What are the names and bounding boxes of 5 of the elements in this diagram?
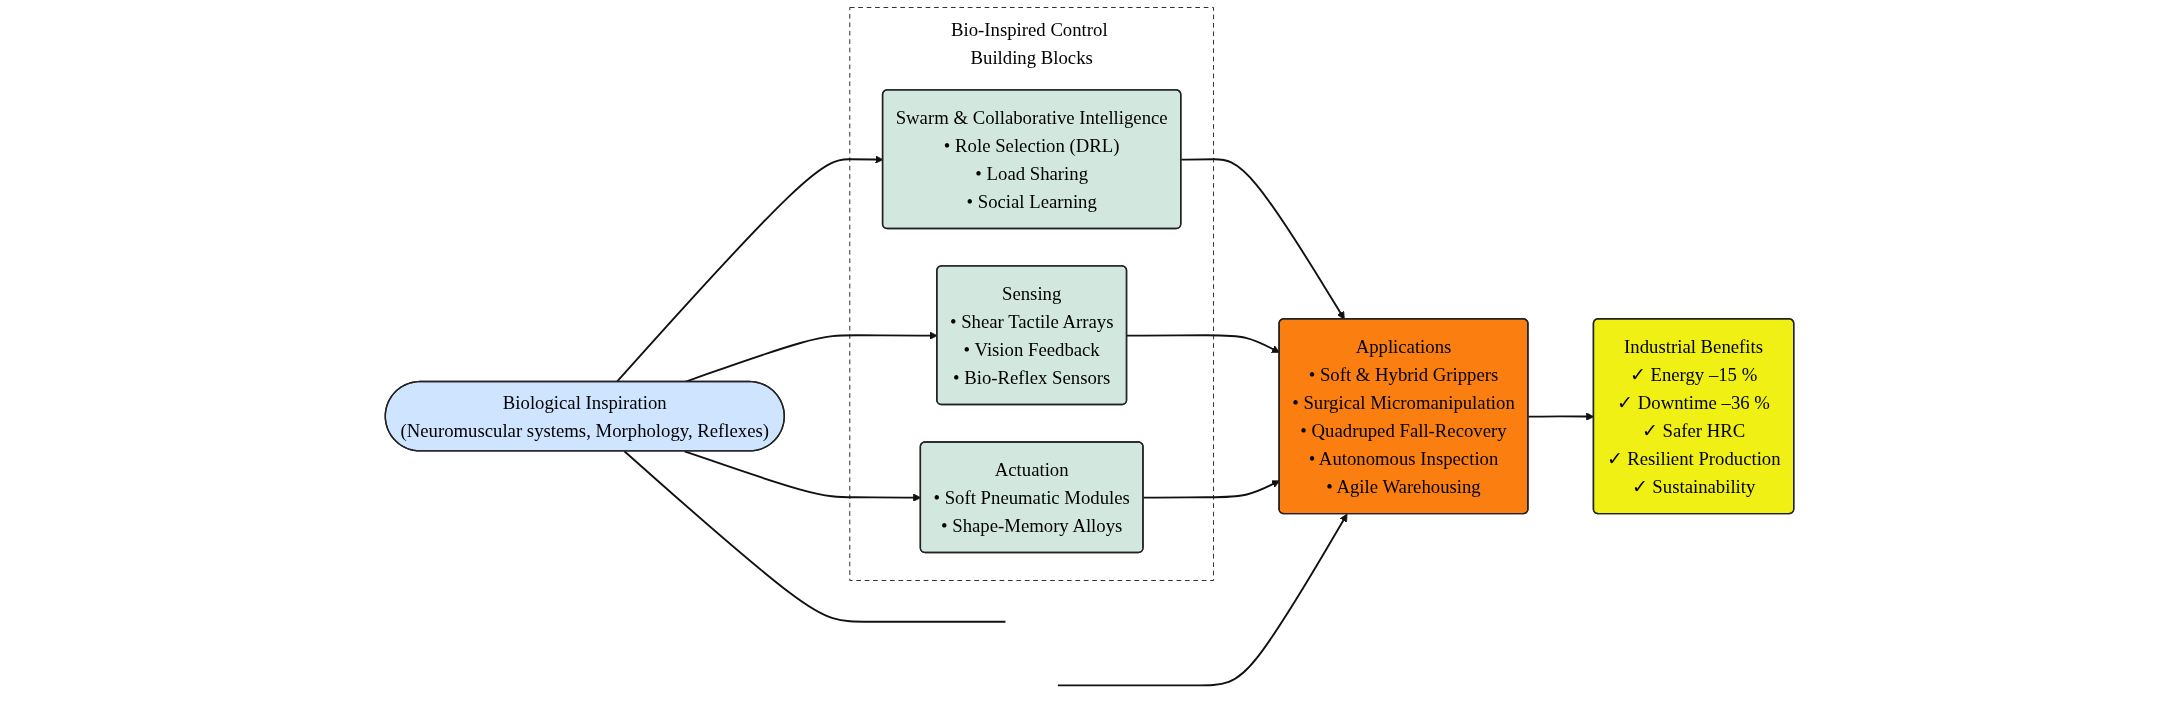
arrow <box>1180 158 1345 320</box>
connector <box>623 450 1007 623</box>
arrow <box>1126 334 1280 353</box>
arrow <box>1142 480 1280 499</box>
arrow <box>1056 513 1348 687</box>
